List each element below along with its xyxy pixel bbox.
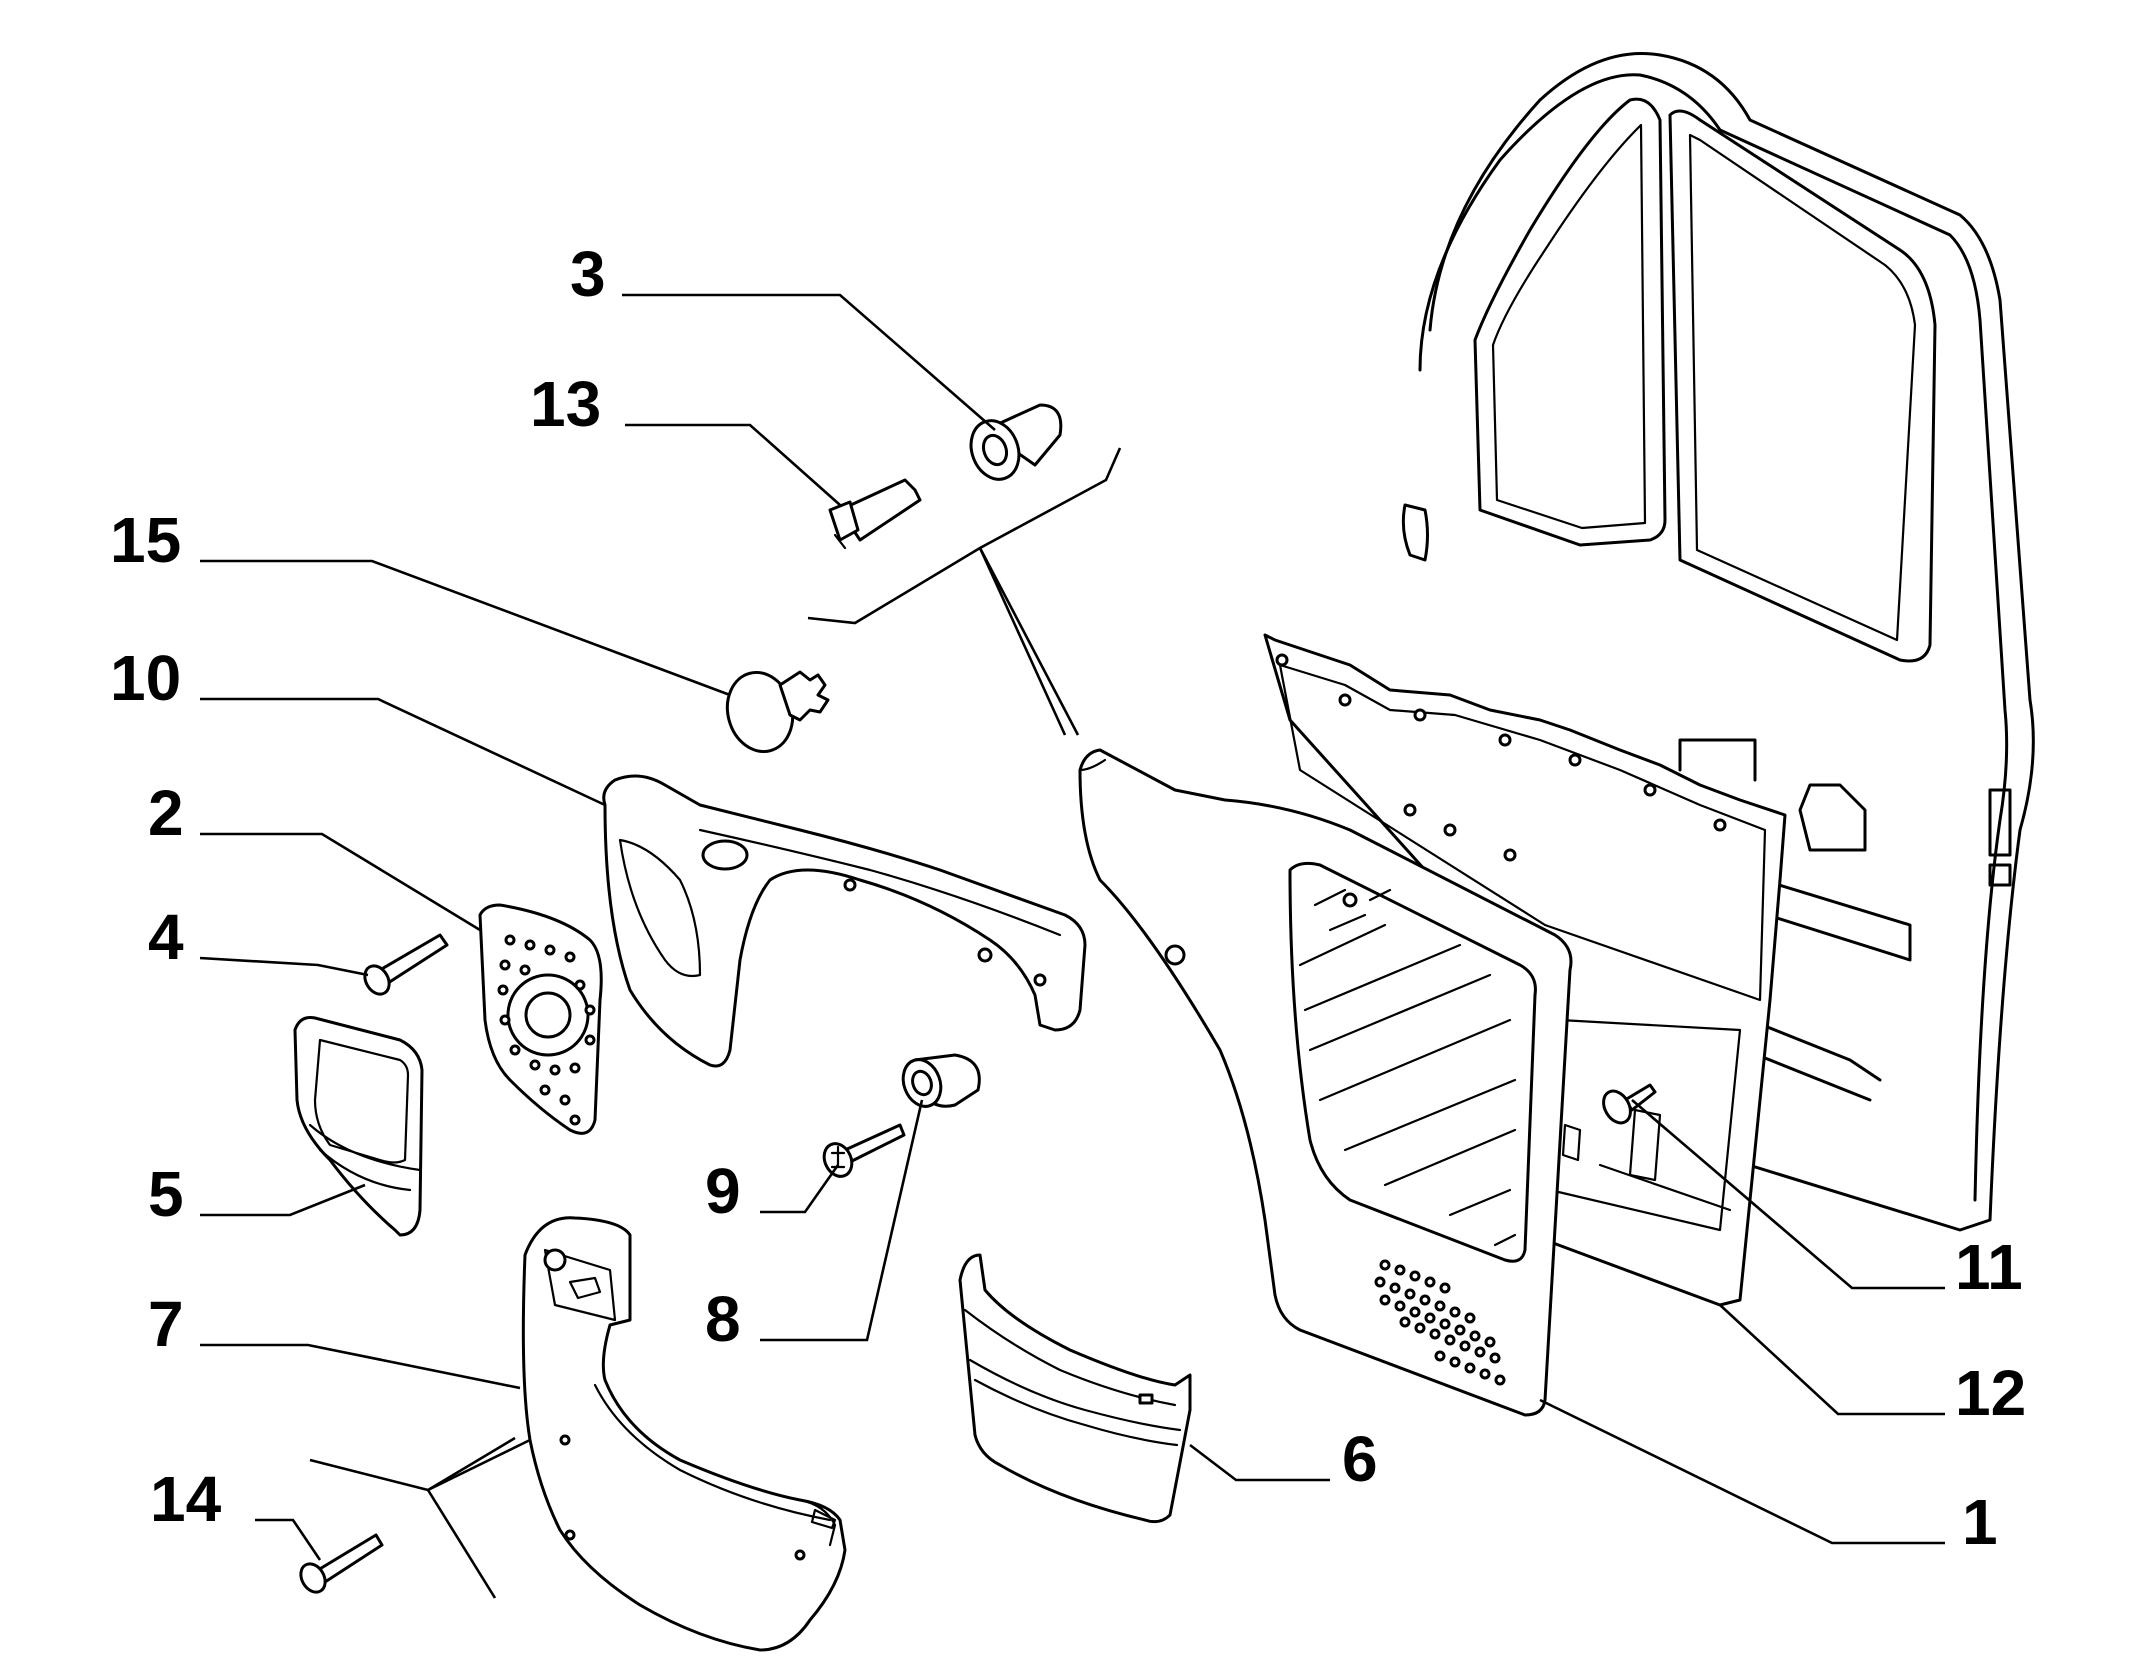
leader-12 <box>1719 1304 1945 1416</box>
leader-5 <box>200 1183 366 1217</box>
callout-15: 15 <box>110 504 181 576</box>
leader-2 <box>200 832 481 932</box>
part-9-screw <box>822 1123 906 1178</box>
part-1-door-trim-panel <box>1078 748 1573 1417</box>
part-3-bushing <box>969 403 1063 481</box>
leader-14 <box>255 1518 322 1561</box>
part-2-speaker-grille <box>478 903 603 1135</box>
part-5-speaker-bezel <box>293 1016 424 1237</box>
group-bracket-lower <box>309 1436 531 1599</box>
callout-3: 3 <box>570 238 606 310</box>
leader-15 <box>200 559 731 697</box>
part-8-bushing <box>901 1053 981 1108</box>
callout-11: 11 <box>1955 1231 2023 1303</box>
speaker-grille-dots <box>1374 1259 1506 1386</box>
leader-6 <box>1189 1443 1330 1482</box>
callout-labels: 3 13 15 10 2 4 5 7 14 9 8 6 11 12 1 <box>110 238 2026 1558</box>
part-6-door-pocket <box>958 1253 1192 1524</box>
part-4-screw <box>363 933 449 996</box>
callout-7: 7 <box>148 1288 184 1360</box>
leader-10 <box>200 697 606 807</box>
door-frame <box>1401 51 2035 1232</box>
leader-lines <box>199 293 1945 1561</box>
leader-9 <box>760 1164 840 1214</box>
leader-4 <box>199 956 369 977</box>
callout-4: 4 <box>148 901 184 973</box>
grille-holes <box>497 934 596 1126</box>
callout-8: 8 <box>705 1283 741 1355</box>
part-15-clip <box>725 670 830 754</box>
leader-8 <box>760 1099 924 1342</box>
part-14-screw <box>299 1533 384 1594</box>
callout-10: 10 <box>110 642 181 714</box>
group-bracket-upper <box>807 447 1122 736</box>
leader-7 <box>200 1343 521 1390</box>
callout-6: 6 <box>1342 1423 1378 1495</box>
leader-13 <box>625 423 841 506</box>
callout-12: 12 <box>1955 1357 2026 1429</box>
callout-9: 9 <box>705 1155 741 1227</box>
callout-2: 2 <box>148 777 184 849</box>
leader-3 <box>622 293 996 431</box>
part-7-lower-armrest <box>521 1216 847 1652</box>
part-10-armrest-bracket <box>602 774 1087 1068</box>
part-11-screw <box>1602 1083 1657 1125</box>
callout-13: 13 <box>530 368 601 440</box>
part-13-clip-screw <box>828 478 922 550</box>
callout-14: 14 <box>150 1463 222 1535</box>
callout-5: 5 <box>148 1158 184 1230</box>
leader-11 <box>1631 1099 1945 1290</box>
leader-1 <box>1539 1398 1945 1545</box>
callout-1: 1 <box>1962 1486 1998 1558</box>
